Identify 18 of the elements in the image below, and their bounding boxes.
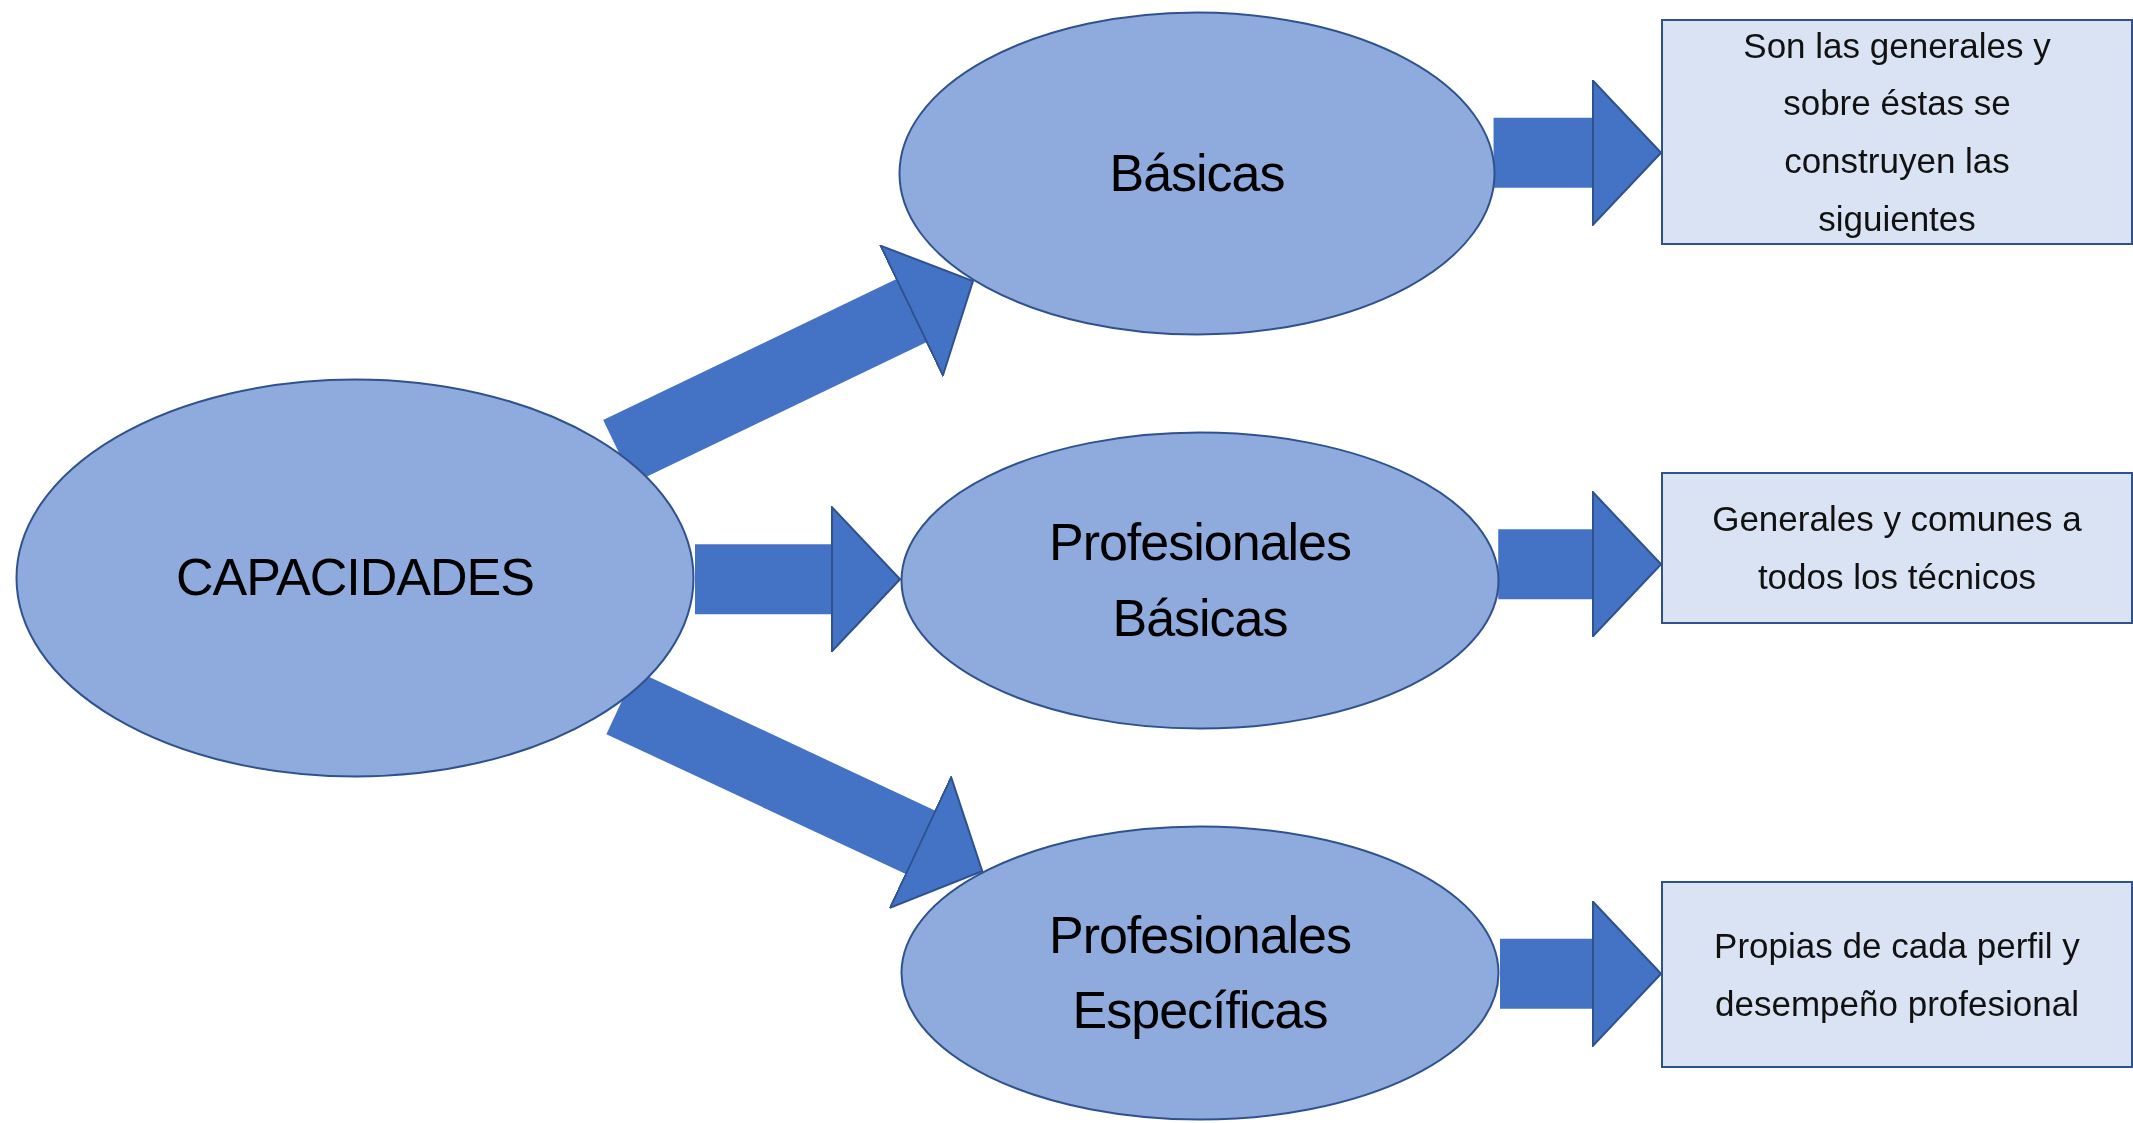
oval-node <box>900 825 1500 1121</box>
node-label: CAPACIDADES <box>176 547 534 609</box>
node-label: Profesionales Específicas <box>1047 904 1353 1041</box>
box-text: Propias de cada perfil y desempeño profesional <box>1713 924 2081 1025</box>
block-arrow <box>695 506 901 653</box>
block-arrow <box>1498 491 1662 638</box>
description-box <box>1661 19 2133 245</box>
oval-node <box>900 431 1500 730</box>
description-box <box>1661 472 2133 624</box>
box-text: Generales y comunes a todos los técnicos <box>1711 498 2083 598</box>
oval-node <box>898 11 1496 336</box>
oval-node <box>15 378 695 778</box>
block-arrow <box>1500 900 1662 1047</box>
block-arrow <box>1493 79 1662 226</box>
description-box <box>1661 881 2133 1068</box>
node-label: Profesionales Básicas <box>1047 512 1353 649</box>
box-text: Son las generales y sobre éstas se construyen las siguientes <box>1742 24 2052 240</box>
node-label: Básicas <box>1109 142 1285 204</box>
